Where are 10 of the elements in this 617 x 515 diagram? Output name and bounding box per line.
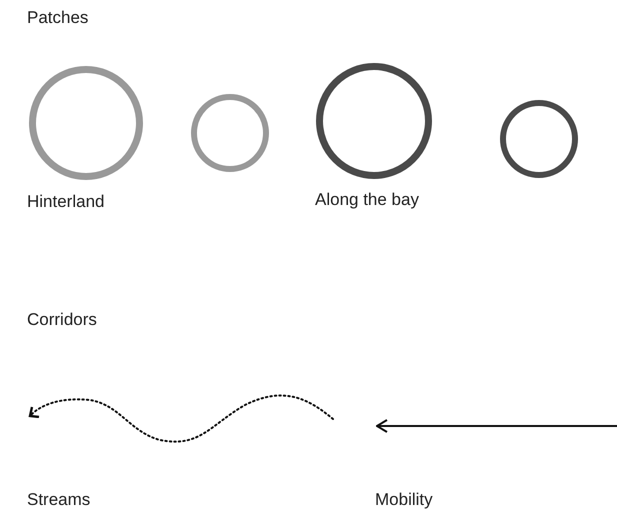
ring	[29, 66, 143, 180]
section-heading: Corridors	[27, 310, 97, 330]
caption: Mobility	[375, 490, 433, 510]
section-heading: Patches	[27, 8, 88, 28]
node-label: Hinterland	[27, 192, 104, 212]
ring	[191, 94, 269, 172]
ring	[316, 63, 432, 179]
ring	[500, 100, 578, 178]
caption: Streams	[27, 490, 90, 510]
node-label: Along the bay	[315, 190, 419, 210]
